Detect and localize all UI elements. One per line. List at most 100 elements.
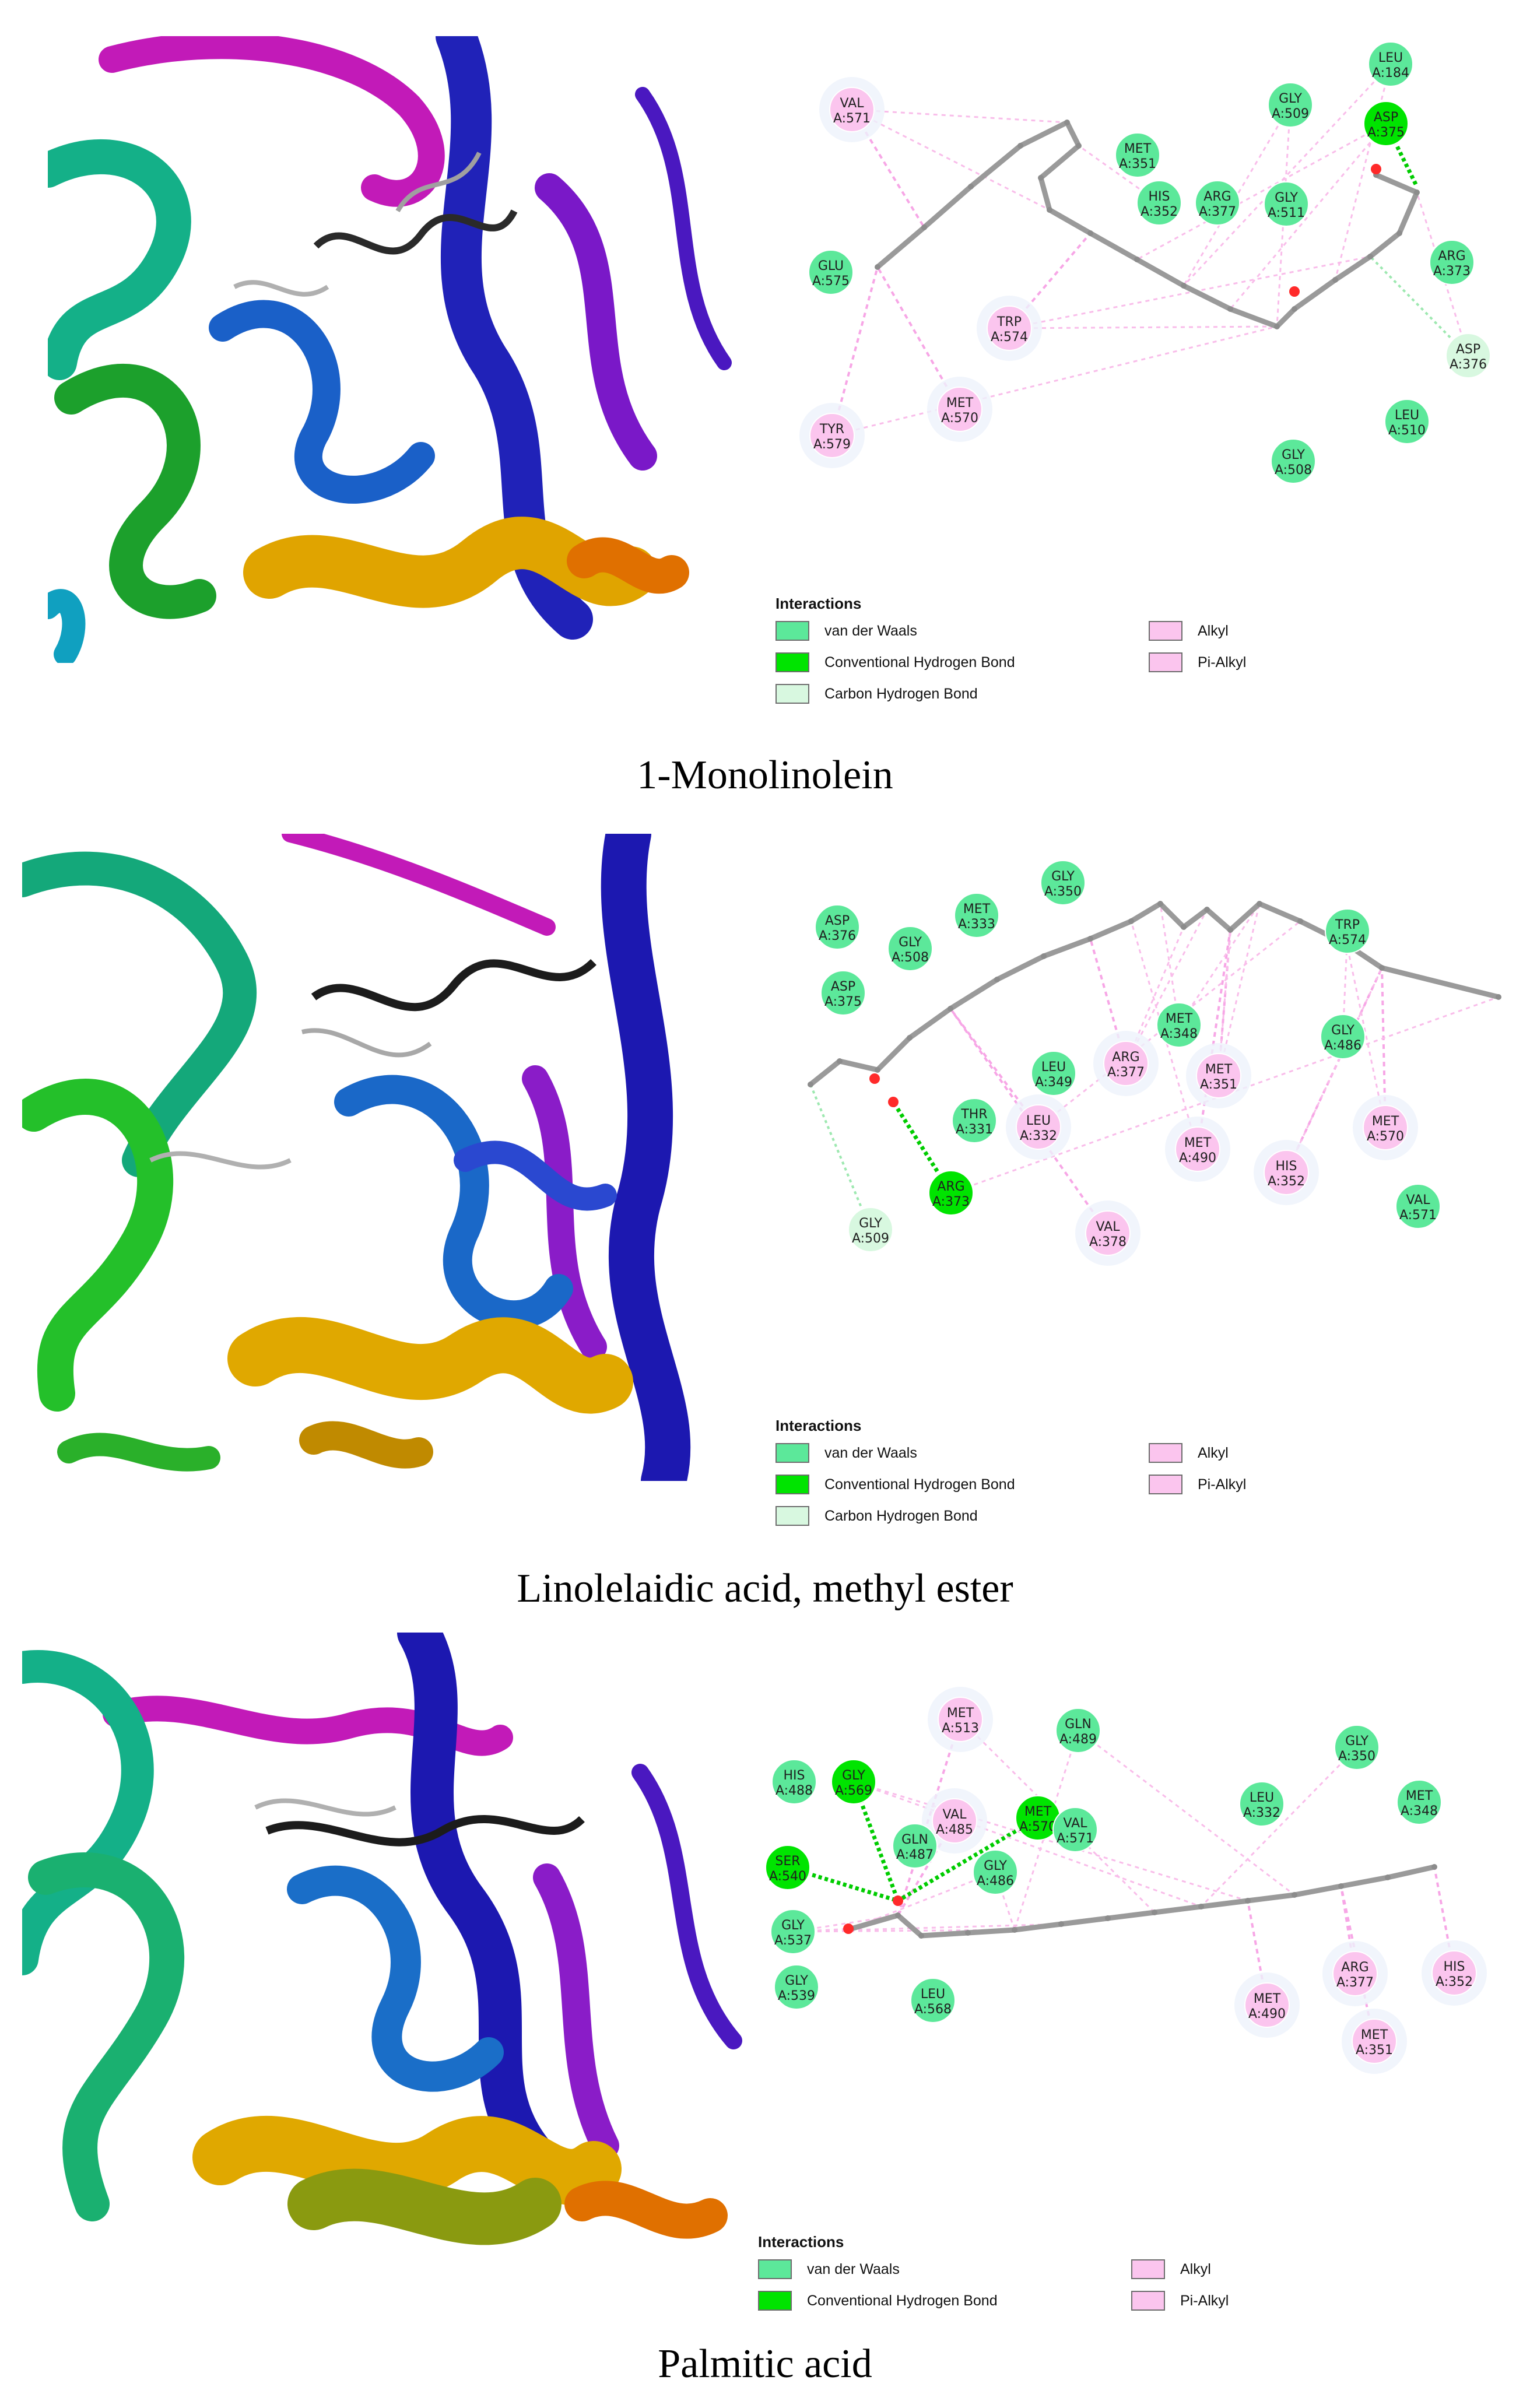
interaction-line <box>1130 921 1199 1150</box>
residue-id: A:508 <box>1275 463 1312 478</box>
residue-id: A:513 <box>942 1721 979 1736</box>
residue-id: A:487 <box>896 1848 934 1862</box>
legend-swatch <box>1149 621 1182 641</box>
residue-id: A:575 <box>812 274 850 289</box>
residue-id: A:375 <box>1367 125 1405 140</box>
interaction-line <box>792 1923 1062 1933</box>
legend-title: Interactions <box>758 2233 844 2251</box>
interaction-line <box>1342 944 1348 1037</box>
residue-name: VAL <box>840 96 865 111</box>
residue-id: A:509 <box>1272 107 1309 121</box>
residue-id: A:571 <box>833 111 871 126</box>
residue-name: GLY <box>899 935 922 950</box>
residue-id: A:376 <box>1450 357 1487 372</box>
residue-id: A:486 <box>1324 1038 1361 1053</box>
legend-swatch <box>775 652 809 672</box>
residue-id: A:489 <box>1059 1732 1097 1747</box>
residue-name: ARG <box>1112 1050 1139 1065</box>
legend-label: Conventional Hydrogen Bond <box>824 654 1015 671</box>
residue-name: ASP <box>831 980 855 994</box>
residue-name: GLY <box>1279 92 1302 106</box>
interaction-line <box>1013 1730 1079 1930</box>
legend-label: Alkyl <box>1180 2260 1211 2277</box>
residue-name: GLY <box>785 1974 808 1988</box>
ligand-structure <box>875 120 1420 329</box>
residue-id: A:377 <box>1199 205 1236 219</box>
residue-id: A:378 <box>1089 1235 1127 1249</box>
residue-id: A:509 <box>852 1231 889 1246</box>
residue-name: ASP <box>825 914 850 928</box>
legend-item-alkyl: Alkyl <box>1131 2259 1211 2280</box>
legend-label: Alkyl <box>1198 622 1229 639</box>
interaction-line <box>1200 1746 1358 1908</box>
residue-id: A:376 <box>819 929 856 943</box>
residue-id: A:375 <box>824 995 862 1009</box>
interaction-line <box>851 1871 996 1930</box>
residue-id: A:510 <box>1388 423 1426 438</box>
residue-name: HIS <box>1149 189 1170 204</box>
residue-name: TYR <box>819 422 844 437</box>
residue-name: THR <box>960 1107 987 1122</box>
ligand-atom <box>1292 1892 1297 1898</box>
residue-id: A:348 <box>1401 1804 1438 1819</box>
residue-name: GLY <box>1331 1023 1354 1038</box>
legend-item-pialkyl: Pi-Alkyl <box>1131 2290 1229 2311</box>
ligand-atom <box>1204 907 1210 912</box>
interaction-line <box>851 108 1050 211</box>
residue-id: A:351 <box>1356 2043 1393 2058</box>
residue-name: GLY <box>1275 191 1298 205</box>
residue-name: TRP <box>1335 918 1360 932</box>
interaction-line <box>1217 929 1231 1076</box>
ligand-atom <box>1496 994 1501 1000</box>
residue-id: A:579 <box>813 437 851 452</box>
legend-item-pialkyl: Pi-Alkyl <box>1149 1474 1246 1495</box>
ligand-atom <box>837 1058 843 1064</box>
residue-name: MET <box>1024 1805 1052 1819</box>
residue-id: A:351 <box>1200 1077 1237 1092</box>
ligand-atom <box>1134 257 1140 262</box>
ligand-atom <box>1152 1909 1157 1915</box>
residue-name: GLY <box>1282 448 1305 462</box>
residue-name: MET <box>1205 1062 1233 1077</box>
legend-label: Conventional Hydrogen Bond <box>807 2292 998 2309</box>
legend-swatch <box>775 1475 809 1494</box>
legend-label: Carbon Hydrogen Bond <box>824 1507 978 1524</box>
residue-name: LEU <box>921 1987 945 2002</box>
residue-name: MET <box>1124 142 1152 156</box>
protein-ribbon-render <box>22 834 745 1481</box>
ligand-atom <box>1087 936 1093 942</box>
residue-id: A:574 <box>991 330 1028 345</box>
residue-id: A:568 <box>914 2002 952 2017</box>
residue-name: GLY <box>859 1216 882 1231</box>
legend-label: Pi-Alkyl <box>1198 654 1247 671</box>
ligand-atom <box>1041 953 1047 959</box>
residue-name: MET <box>1254 1992 1281 2006</box>
residue-id: A:348 <box>1160 1027 1198 1041</box>
residue-id: A:373 <box>1433 264 1471 279</box>
interaction-line <box>1384 122 1419 188</box>
ligand-atom <box>1367 254 1373 259</box>
ligand-atom <box>1076 143 1082 149</box>
residue-id: A:570 <box>1367 1129 1404 1144</box>
residue-name: HIS <box>1444 1960 1465 1974</box>
residue-name: LEU <box>1250 1791 1274 1805</box>
residue-name: VAL <box>1406 1193 1431 1207</box>
residue-id: A:351 <box>1119 157 1156 171</box>
residue-name: GLU <box>818 259 844 273</box>
interaction-line <box>949 1008 1109 1234</box>
